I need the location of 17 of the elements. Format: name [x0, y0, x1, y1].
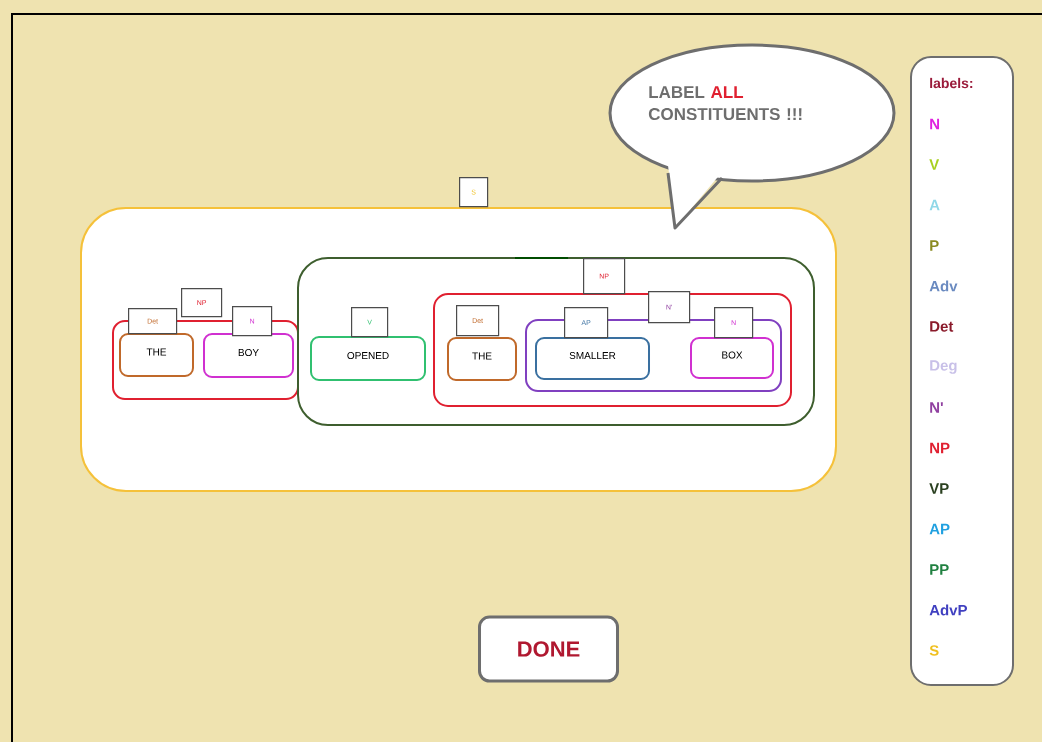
legend-entry: Det: [930, 321, 954, 332]
legend-entry: PP: [930, 564, 949, 575]
legend-entry: AdvP: [929, 604, 968, 616]
legend-entry: A: [929, 199, 940, 211]
done-button: DONE: [478, 615, 619, 683]
legend-entry: N: [930, 118, 940, 130]
legend-entry: AP: [929, 523, 950, 535]
legend-entry: Deg: [930, 360, 957, 374]
legend-entry: VP: [929, 483, 949, 494]
legend-entry: P: [930, 240, 939, 251]
legend-entry: Adv: [929, 280, 958, 292]
legend-entry: S: [929, 645, 939, 656]
legend-title: labels:: [930, 77, 973, 89]
legend-entry: V: [929, 159, 940, 170]
legend-entry: NP: [930, 442, 950, 454]
speech-bubble: LABEL ALL CONSTITUENTS !!!: [608, 43, 896, 230]
legend-entry: N': [930, 402, 943, 413]
